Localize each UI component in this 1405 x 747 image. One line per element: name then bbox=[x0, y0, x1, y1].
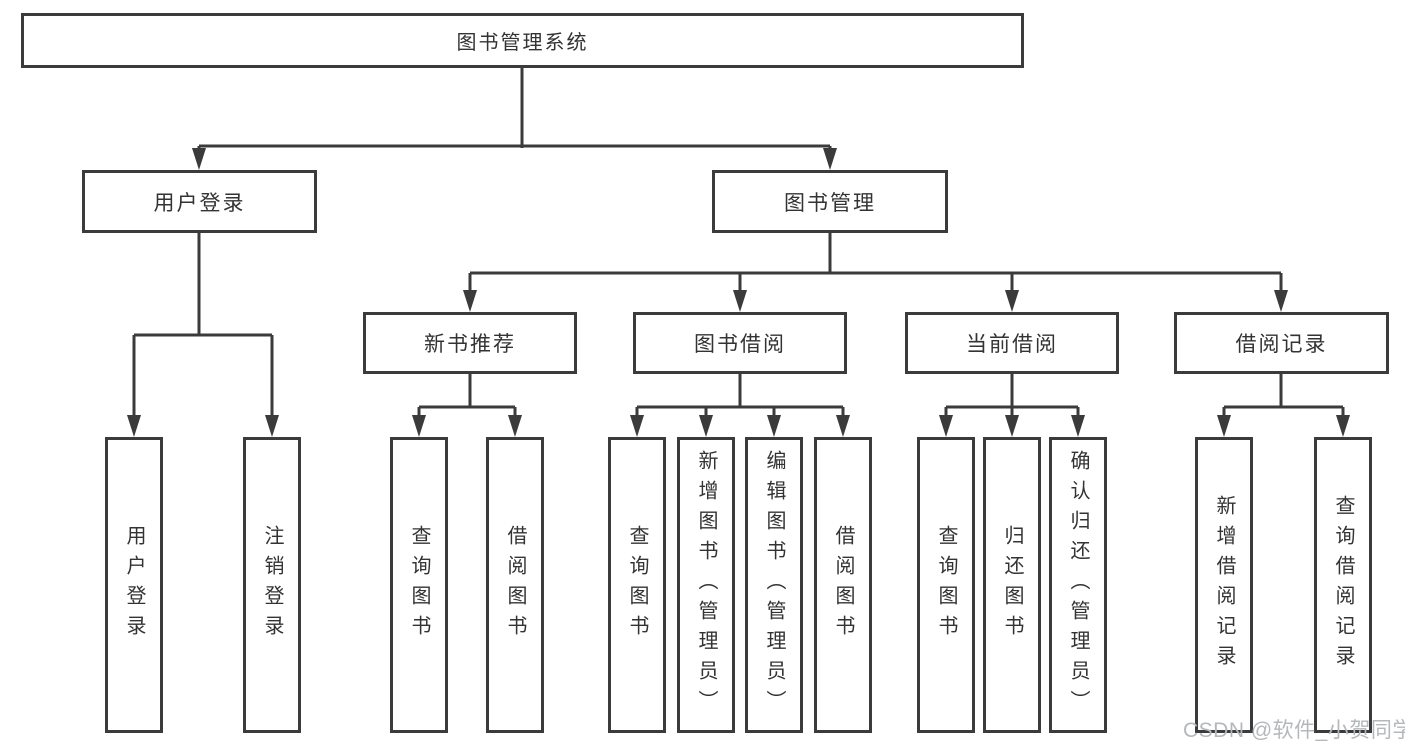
arrow-down-icon bbox=[836, 415, 850, 437]
node-label: 查询图书 bbox=[408, 525, 430, 645]
node-label: 新书推荐 bbox=[424, 333, 516, 356]
arrow-down-icon bbox=[508, 415, 522, 437]
arrow-down-icon bbox=[463, 290, 477, 312]
watermark: CSDN @软件_小贺同学 bbox=[1183, 719, 1405, 742]
arrow-down-icon bbox=[1005, 415, 1019, 437]
node-label: 查询图书 bbox=[626, 525, 648, 645]
arrow-down-icon bbox=[630, 415, 644, 437]
arrow-down-icon bbox=[1005, 290, 1019, 312]
node-label: 借阅图书 bbox=[832, 525, 854, 645]
node-user-login: 用户登录 bbox=[82, 170, 317, 233]
arrow-down-icon bbox=[823, 148, 837, 170]
node-label: 图书借阅 bbox=[694, 333, 786, 356]
arrow-down-icon bbox=[939, 415, 953, 437]
arrow-down-icon bbox=[767, 415, 781, 437]
node-label: 用户登录 bbox=[153, 191, 246, 215]
node-label: 查询图书 bbox=[935, 525, 957, 645]
node-label: 用户登录 bbox=[123, 525, 145, 645]
leaf-bb-edit-books-admin: 编辑图书（管理员） bbox=[745, 437, 803, 733]
arrow-down-icon bbox=[265, 415, 279, 437]
node-new-book-recommend: 新书推荐 bbox=[363, 312, 577, 374]
node-label: 归还图书 bbox=[1001, 525, 1023, 645]
leaf-cb-query-books: 查询图书 bbox=[917, 437, 975, 733]
leaf-cb-return-books: 归还图书 bbox=[983, 437, 1041, 733]
arrow-down-icon bbox=[192, 148, 206, 170]
node-label: 注销登录 bbox=[261, 525, 283, 645]
arrow-down-icon bbox=[1071, 415, 1085, 437]
node-label: 查询借阅记录 bbox=[1332, 495, 1354, 675]
arrow-down-icon bbox=[733, 290, 747, 312]
leaf-cb-confirm-return-admin: 确认归还（管理员） bbox=[1049, 437, 1107, 733]
arrowhead-icons bbox=[127, 148, 1350, 437]
node-label: 借阅图书 bbox=[504, 525, 526, 645]
leaf-br-add-record: 新增借阅记录 bbox=[1195, 437, 1253, 733]
node-label: 图书管理系统 bbox=[456, 32, 589, 54]
node-label: 新增图书（管理员） bbox=[695, 450, 717, 720]
leaf-user-login: 用户登录 bbox=[105, 437, 163, 733]
node-label: 确认归还（管理员） bbox=[1067, 450, 1089, 720]
node-label: 图书管理 bbox=[784, 191, 876, 215]
node-label: 编辑图书（管理员） bbox=[763, 450, 785, 720]
node-book-borrow: 图书借阅 bbox=[633, 312, 847, 374]
node-label: 借阅记录 bbox=[1235, 333, 1328, 356]
leaf-bb-borrow-books: 借阅图书 bbox=[814, 437, 872, 733]
arrow-down-icon bbox=[699, 415, 713, 437]
arrow-down-icon bbox=[1336, 415, 1350, 437]
leaf-bb-query-books: 查询图书 bbox=[608, 437, 666, 733]
node-label: 新增借阅记录 bbox=[1213, 495, 1235, 675]
node-label: 当前借阅 bbox=[966, 333, 1058, 356]
node-book-management: 图书管理 bbox=[712, 170, 948, 233]
arrow-down-icon bbox=[412, 415, 426, 437]
leaf-nb-borrow-books: 借阅图书 bbox=[486, 437, 544, 733]
leaf-br-query-record: 查询借阅记录 bbox=[1314, 437, 1372, 733]
node-current-borrow: 当前借阅 bbox=[905, 312, 1119, 374]
leaf-nb-query-books: 查询图书 bbox=[390, 437, 448, 733]
node-borrow-records: 借阅记录 bbox=[1174, 312, 1389, 374]
leaf-bb-add-books-admin: 新增图书（管理员） bbox=[677, 437, 735, 733]
arrow-down-icon bbox=[1274, 290, 1288, 312]
node-system-root: 图书管理系统 bbox=[21, 13, 1024, 68]
arrow-down-icon bbox=[1217, 415, 1231, 437]
leaf-logout: 注销登录 bbox=[243, 437, 301, 733]
arrow-down-icon bbox=[127, 415, 141, 437]
